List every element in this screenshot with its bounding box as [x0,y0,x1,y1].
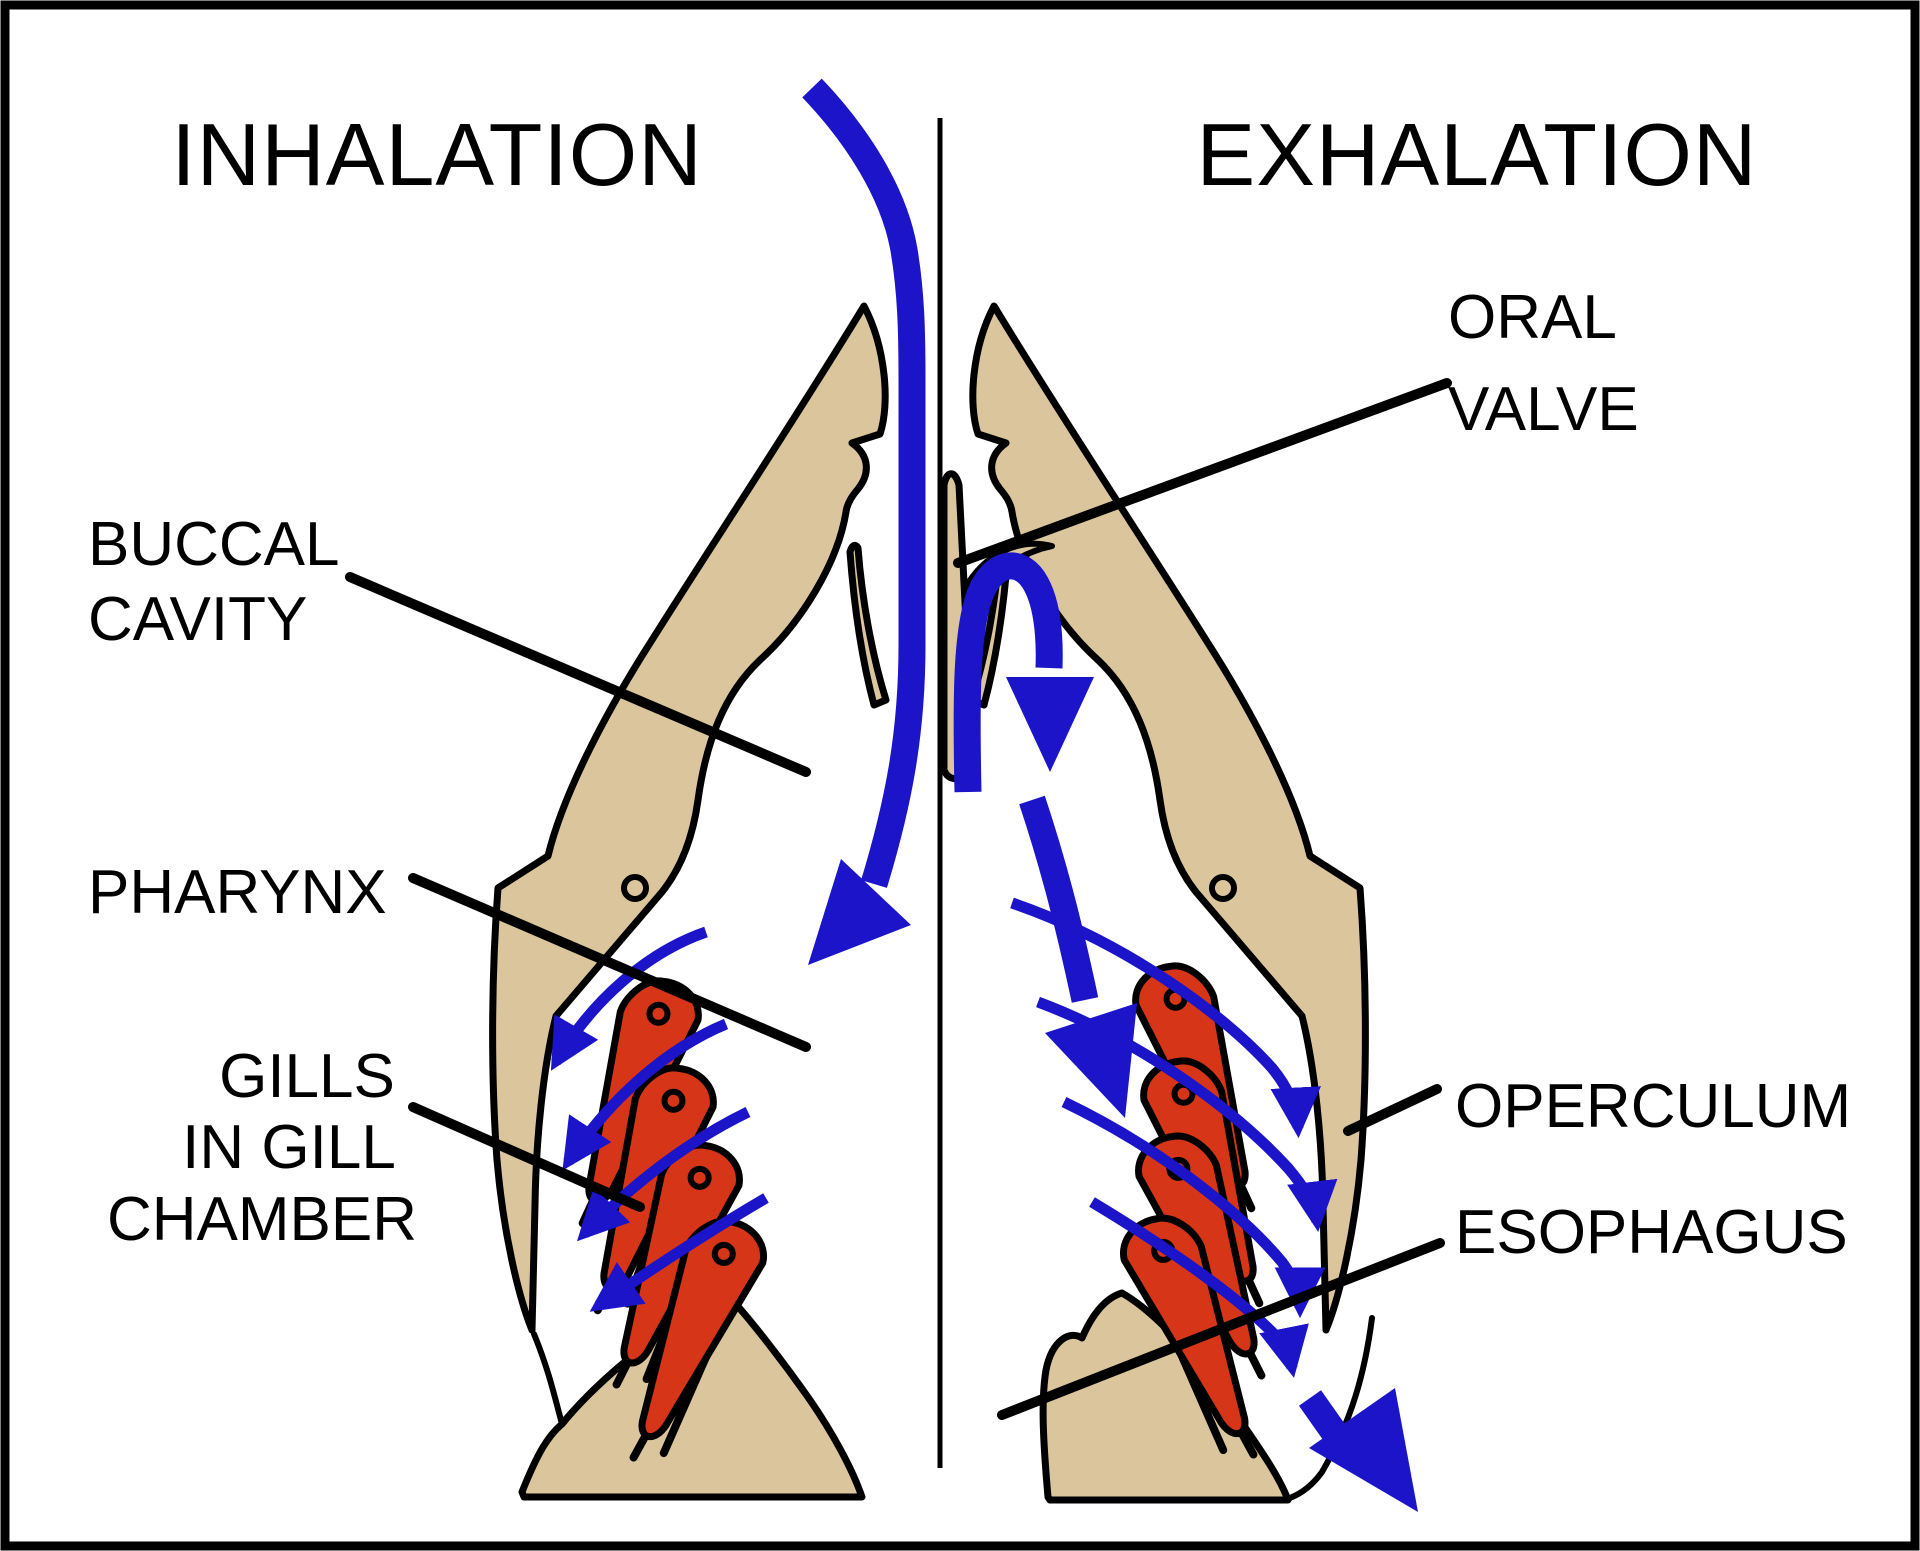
label-oral-valve-line2: VALVE [1448,375,1639,444]
left-preopercle-joint-circle [621,874,649,902]
water-inflow-arrow [802,78,926,888]
title-exhalation: EXHALATION [1197,105,1758,204]
water-inflow-arrowhead-icon [808,859,911,965]
gill-flow-arrow [576,1107,751,1242]
oral-valve-leader-line [953,378,1452,568]
gill-flow-arrow [1010,897,1322,1139]
buccal-cavity-leader-line [345,572,811,777]
pharynx-leader-line [408,873,811,1052]
water-push-arrow [1019,795,1099,1003]
water-uturn-arrowhead-icon [1006,677,1094,772]
left-opercular-opening-line [531,1331,565,1427]
gill-flow-arrow [562,1018,729,1171]
label-buccal-cavity-line2: CAVITY [88,585,307,654]
label-gills-line3: CHAMBER [107,1185,417,1254]
label-oral-valve-line1: ORAL [1448,283,1617,352]
title-inhalation: INHALATION [171,105,703,204]
left-maxilla-spike [846,541,890,709]
label-gills-line2: IN GILL [182,1113,396,1182]
label-esophagus: ESOPHAGUS [1455,1198,1848,1267]
gills-leader-line [408,1102,645,1212]
label-gills-line1: GILLS [219,1042,395,1111]
right-jaw-operculum [969,302,1369,1334]
gill-flow-arrow [589,1193,769,1312]
gill [629,1217,768,1462]
right-preopercle-joint-circle [1209,874,1237,902]
fish-right-exhalation [940,302,1418,1512]
water-uturn-arrow [953,552,1063,793]
water-exit-arrowhead-icon [1309,1388,1418,1512]
gill-flow-arrow [550,926,708,1071]
annotations: INHALATION EXHALATION ORAL VALVE BUCCAL … [88,105,1851,1420]
label-operculum: OPERCULUM [1455,1072,1851,1141]
esophagus-leader-line [997,1238,1445,1420]
label-pharynx: PHARYNX [88,858,387,927]
gill-flow-arrow [1036,996,1338,1233]
fish-left-inhalation [489,78,926,1501]
gill-flow-arrow [1061,1097,1326,1319]
operculum-leader-line [1343,1084,1442,1136]
left-gill-flow-arrows [550,926,769,1312]
label-buccal-cavity-line1: BUCCAL [88,510,340,579]
left-jaw-operculum [489,302,889,1334]
